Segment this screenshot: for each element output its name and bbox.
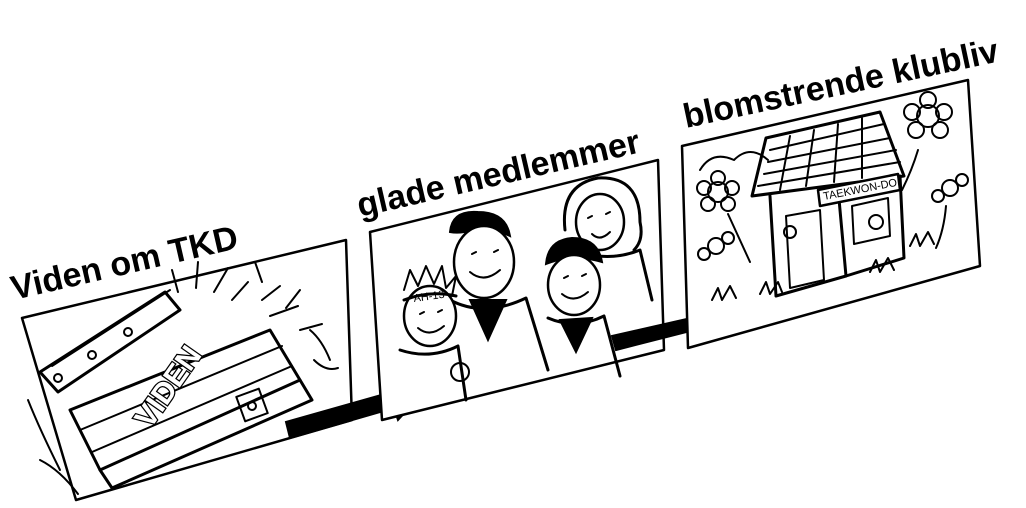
panel-klubliv: blomstrende klubliv TAEKWON-DO bbox=[680, 32, 1002, 348]
panel-viden: Viden om TKD VIDEN bbox=[7, 219, 420, 500]
panel-medlemmer: glade medlemmer AH-13 bbox=[353, 123, 728, 420]
